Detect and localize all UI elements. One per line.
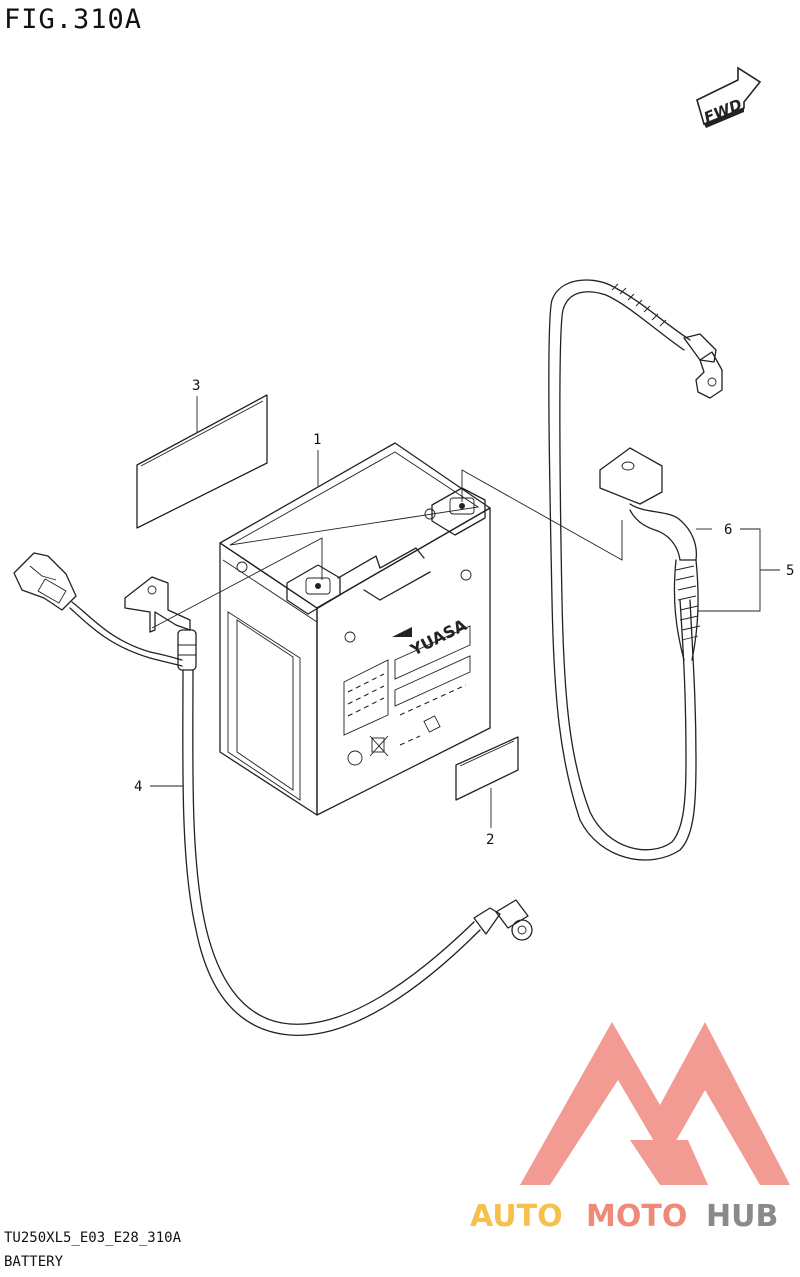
cable-4 bbox=[13, 552, 533, 1036]
battery-1: YUASA bbox=[219, 442, 491, 816]
callout-label-3: 3 bbox=[192, 378, 200, 394]
battery-pad-3 bbox=[136, 394, 268, 529]
callout-label-1: 1 bbox=[313, 432, 321, 448]
figure-title: FIG.310A bbox=[4, 4, 143, 35]
figure-name: BATTERY bbox=[4, 1254, 64, 1270]
callout-leaders bbox=[150, 396, 780, 828]
callout-label-2: 2 bbox=[486, 832, 494, 848]
cable-5 bbox=[548, 279, 723, 861]
battery-pad-2 bbox=[455, 736, 519, 801]
callout-label-4: 4 bbox=[134, 779, 142, 795]
watermark-part-auto: AUTO bbox=[470, 1199, 563, 1234]
callout-label-6: 6 bbox=[724, 522, 732, 538]
fwd-arrow-icon: FWD bbox=[696, 66, 762, 128]
callout-label-5: 5 bbox=[786, 563, 794, 579]
watermark-logo-icon bbox=[520, 1022, 790, 1185]
watermark-part-moto: MOTO bbox=[586, 1199, 687, 1234]
watermark-text: AUTO MOTO HUB bbox=[470, 1199, 778, 1234]
watermark-part-hub: HUB bbox=[706, 1199, 778, 1234]
battery-brand-label: YUASA bbox=[406, 615, 470, 660]
figure-code: TU250XL5_E03_E28_310A bbox=[4, 1230, 182, 1246]
